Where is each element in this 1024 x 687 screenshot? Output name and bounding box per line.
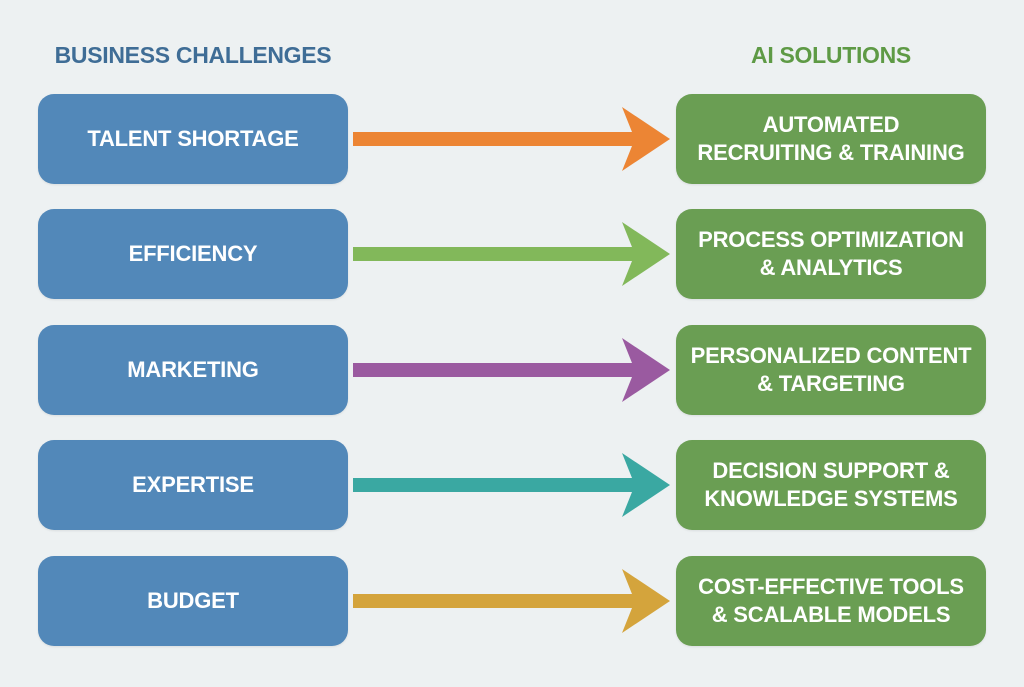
arrow-icon-expertise (353, 453, 670, 517)
business-challenges-header: BUSINESS CHALLENGES (54, 42, 332, 68)
challenge-box-budget: BUDGET (38, 556, 348, 646)
challenge-box-talent-shortage: TALENT SHORTAGE (38, 94, 348, 184)
challenge-box-efficiency: EFFICIENCY (38, 209, 348, 299)
ai-solutions-header: AI SOLUTIONS (751, 42, 911, 68)
arrow-shape (353, 338, 670, 402)
arrow-icon-marketing (353, 338, 670, 402)
arrow-shape (353, 569, 670, 633)
arrow-shape (353, 453, 670, 517)
challenge-box-expertise: EXPERTISE (38, 440, 348, 530)
arrow-shape (353, 222, 670, 286)
solution-box-automated-recruiting: AUTOMATED RECRUITING & TRAINING (676, 94, 986, 184)
solution-box-personalized-content: PERSONALIZED CONTENT & TARGETING (676, 325, 986, 415)
solution-box-process-optimization: PROCESS OPTIMIZATION & ANALYTICS (676, 209, 986, 299)
solution-box-cost-effective-tools: COST-EFFECTIVE TOOLS & SCALABLE MODELS (676, 556, 986, 646)
solution-box-decision-support: DECISION SUPPORT & KNOWLEDGE SYSTEMS (676, 440, 986, 530)
arrow-icon-talent-shortage (353, 107, 670, 171)
arrow-icon-efficiency (353, 222, 670, 286)
arrow-icon-budget (353, 569, 670, 633)
arrow-shape (353, 107, 670, 171)
challenge-box-marketing: MARKETING (38, 325, 348, 415)
